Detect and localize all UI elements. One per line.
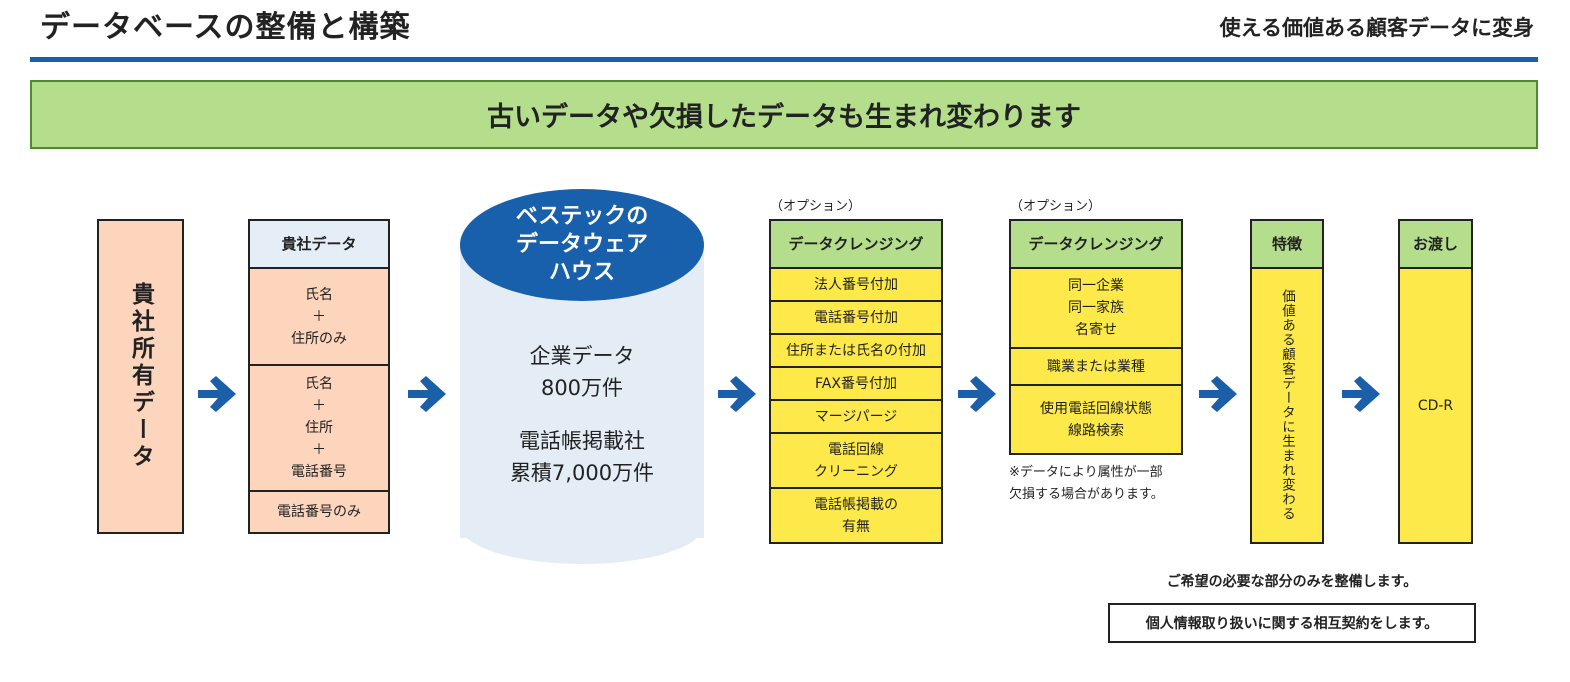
- warehouse-title: ベステックの データウェア ハウス: [515, 204, 649, 285]
- title-divider: [30, 57, 1538, 62]
- feature-header: 特徴: [1252, 221, 1322, 269]
- company-data-cell: 氏名 ＋ 住所 ＋ 電話番号: [250, 366, 388, 492]
- option-note: （オプション）: [770, 199, 862, 214]
- cleansing-item: 同一企業 同一家族 名寄せ: [1011, 269, 1181, 349]
- cleansing-item: マージパージ: [771, 401, 941, 434]
- warehouse-cylinder-top: ベステックの データウェア ハウス: [460, 189, 704, 301]
- warehouse-stat-phonebook: 電話帳掲載社 累積7,000万件: [509, 429, 655, 485]
- feature-body: 価値ある顧客データに生まれ変わる: [1252, 269, 1322, 542]
- page-title: データベースの整備と構築: [40, 10, 411, 45]
- cleansing-table-1: データクレンジング 法人番号付加 電話番号付加 住所または氏名の付加 FAX番号…: [769, 219, 943, 544]
- cleansing-item: 住所または氏名の付加: [771, 335, 941, 368]
- company-data-cell: 氏名 ＋ 住所のみ: [250, 269, 388, 366]
- footnote: ※データにより属性が一部 欠損する場合があります。: [1009, 465, 1164, 502]
- delivery-medium: CD-R: [1400, 269, 1471, 542]
- delivery-header: お渡し: [1400, 221, 1471, 269]
- headline-banner: 古いデータや欠損したデータも生まれ変わります: [30, 80, 1538, 149]
- cleansing-item: 電話回線 クリーニング: [771, 434, 941, 489]
- company-data-table: 貴社データ 氏名 ＋ 住所のみ 氏名 ＋ 住所 ＋ 電話番号 電話番号のみ: [248, 219, 390, 534]
- note-privacy-contract: 個人情報取り扱いに関する相互契約をします。: [1108, 603, 1476, 643]
- arrow-right-icon: [1342, 376, 1380, 412]
- owned-data-box: 貴社所有データ: [97, 219, 184, 534]
- company-data-cell: 電話番号のみ: [250, 492, 388, 532]
- feature-box: 特徴 価値ある顧客データに生まれ変わる: [1250, 219, 1324, 544]
- cleansing-item: 使用電話回線状態 線路検索: [1011, 386, 1181, 453]
- feature-text: 価値ある顧客データに生まれ変わる: [1279, 289, 1295, 521]
- delivery-box: お渡し CD-R: [1398, 219, 1473, 544]
- option-note: （オプション）: [1010, 199, 1102, 214]
- arrow-right-icon: [198, 376, 236, 412]
- note-partial-maintenance: ご希望の必要な部分のみを整備します。: [1166, 574, 1418, 590]
- cleansing-item: FAX番号付加: [771, 368, 941, 401]
- cleansing-item: 職業または業種: [1011, 349, 1181, 386]
- arrow-right-icon: [1199, 376, 1237, 412]
- page-subtitle: 使える価値ある顧客データに変身: [1219, 16, 1534, 40]
- cleansing-item: 法人番号付加: [771, 269, 941, 302]
- cleansing-header: データクレンジング: [1011, 221, 1181, 269]
- warehouse-stat-companies: 企業データ 800万件: [529, 344, 635, 400]
- cleansing-item: 電話帳掲載の 有無: [771, 489, 941, 542]
- arrow-right-icon: [958, 376, 996, 412]
- cleansing-table-2: データクレンジング 同一企業 同一家族 名寄せ 職業または業種 使用電話回線状態…: [1009, 219, 1183, 455]
- arrow-right-icon: [408, 376, 446, 412]
- arrow-right-icon: [718, 376, 756, 412]
- cleansing-header: データクレンジング: [771, 221, 941, 269]
- cleansing-item: 電話番号付加: [771, 302, 941, 335]
- company-data-header: 貴社データ: [250, 221, 388, 269]
- owned-data-label: 貴社所有データ: [127, 282, 154, 471]
